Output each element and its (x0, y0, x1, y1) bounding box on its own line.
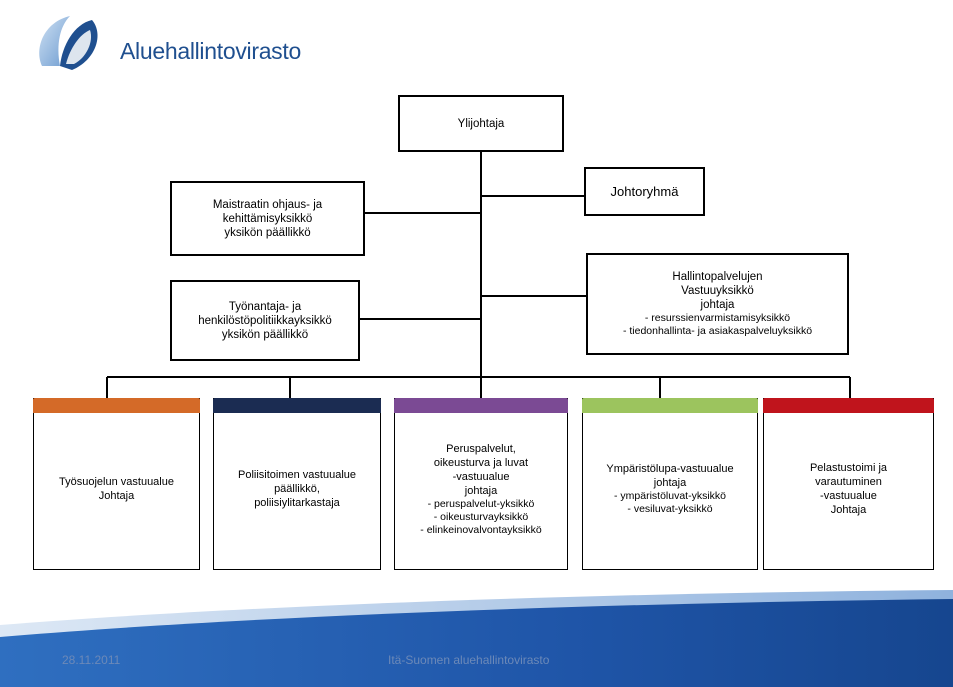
ymparisto-sub-1: - ympäristöluvat-yksikkö (613, 490, 727, 502)
pelastus-line-1: Pelastustoimi ja (809, 462, 888, 474)
unit-peruspalvelut: Peruspalvelut, oikeusturva ja luvat -vas… (394, 398, 568, 570)
footer-org: Itä-Suomen aluehallintovirasto (388, 653, 550, 667)
unit-color-bar (763, 398, 934, 413)
pelastus-line-3: -vastuualue (820, 490, 877, 502)
ymparisto-sub-2: - vesiluvat-yksikkö (627, 503, 713, 515)
unit-tyosuojelu: Työsuojelun vastuualue Johtaja (33, 398, 200, 570)
tyonantaja-line-3: yksikön päällikkö (221, 328, 309, 341)
hallinto-line-1: Hallintopalvelujen (672, 271, 763, 283)
ymparisto-line-1: Ympäristölupa-vastuualue (606, 463, 734, 475)
ylijohtaja-box: Ylijohtaja (398, 95, 564, 152)
hallinto-sub-1: - resurssienvarmistamisyksikkö (644, 312, 791, 324)
tyonantaja-line-2: henkilöstöpolitiikkayksikkö (198, 314, 332, 327)
footer-wave (0, 590, 953, 687)
footer-date: 28.11.2011 (62, 653, 121, 667)
unit-pelastustoimi: Pelastustoimi ja varautuminen -vastuualu… (763, 398, 934, 570)
pelastus-line-4: Johtaja (830, 504, 867, 516)
unit-color-bar (213, 398, 381, 413)
ymparisto-line-2: johtaja (653, 477, 687, 489)
perus-line-4: johtaja (464, 484, 498, 497)
pelastus-line-2: varautuminen (815, 476, 882, 488)
maistraatti-line-2: kehittämisyksikkö (222, 212, 313, 225)
hallintopalvelut-box: Hallintopalvelujen Vastuuyksikkö johtaja… (586, 253, 849, 355)
unit-color-bar (394, 398, 568, 413)
perus-line-2: oikeusturva ja luvat (433, 456, 529, 469)
tyonantaja-unit-box: Työnantaja- ja henkilöstöpolitiikkayksik… (170, 280, 360, 361)
perus-sub-1: - peruspalvelut-yksikkö (427, 497, 535, 510)
unit-ymparistolupa: Ympäristölupa-vastuualue johtaja - ympär… (582, 398, 758, 570)
hallinto-line-3: johtaja (700, 299, 735, 311)
maistraatti-line-3: yksikön päällikkö (224, 226, 311, 239)
unit-color-bar (582, 398, 758, 413)
hallinto-sub-2: - tiedonhallinta- ja asiakaspalveluyksik… (622, 325, 813, 337)
unit-poliisitoimi: Poliisitoimen vastuualue päällikkö, poli… (213, 398, 381, 570)
logo: Aluehallintovirasto (30, 8, 330, 78)
maistraatti-line-1: Maistraatin ohjaus- ja (212, 198, 323, 211)
johtoryhma-box: Johtoryhmä (584, 167, 705, 216)
maistraatti-unit-box: Maistraatin ohjaus- ja kehittämisyksikkö… (170, 181, 365, 256)
poliisi-line-2: päällikkö, (274, 483, 320, 495)
tyosuojelu-line-2: Johtaja (98, 490, 135, 502)
hallinto-line-2: Vastuuyksikkö (681, 285, 754, 297)
tyonantaja-line-1: Työnantaja- ja (228, 300, 302, 313)
perus-sub-2: - oikeusturvayksikkö (433, 510, 529, 523)
logo-text: Aluehallintovirasto (120, 38, 301, 64)
johtoryhma-label: Johtoryhmä (610, 183, 679, 199)
unit-color-bar (33, 398, 200, 413)
tyosuojelu-line-1: Työsuojelun vastuualue (59, 476, 174, 488)
ylijohtaja-label: Ylijohtaja (457, 117, 505, 130)
poliisi-line-1: Poliisitoimen vastuualue (237, 469, 356, 481)
logo-mark-icon (39, 16, 98, 70)
poliisi-line-3: poliisiylitarkastaja (254, 497, 340, 509)
perus-line-1: Peruspalvelut, (446, 442, 516, 455)
perus-line-3: -vastuualue (452, 470, 510, 483)
perus-sub-3: - elinkeinovalvontayksikkö (420, 523, 542, 536)
